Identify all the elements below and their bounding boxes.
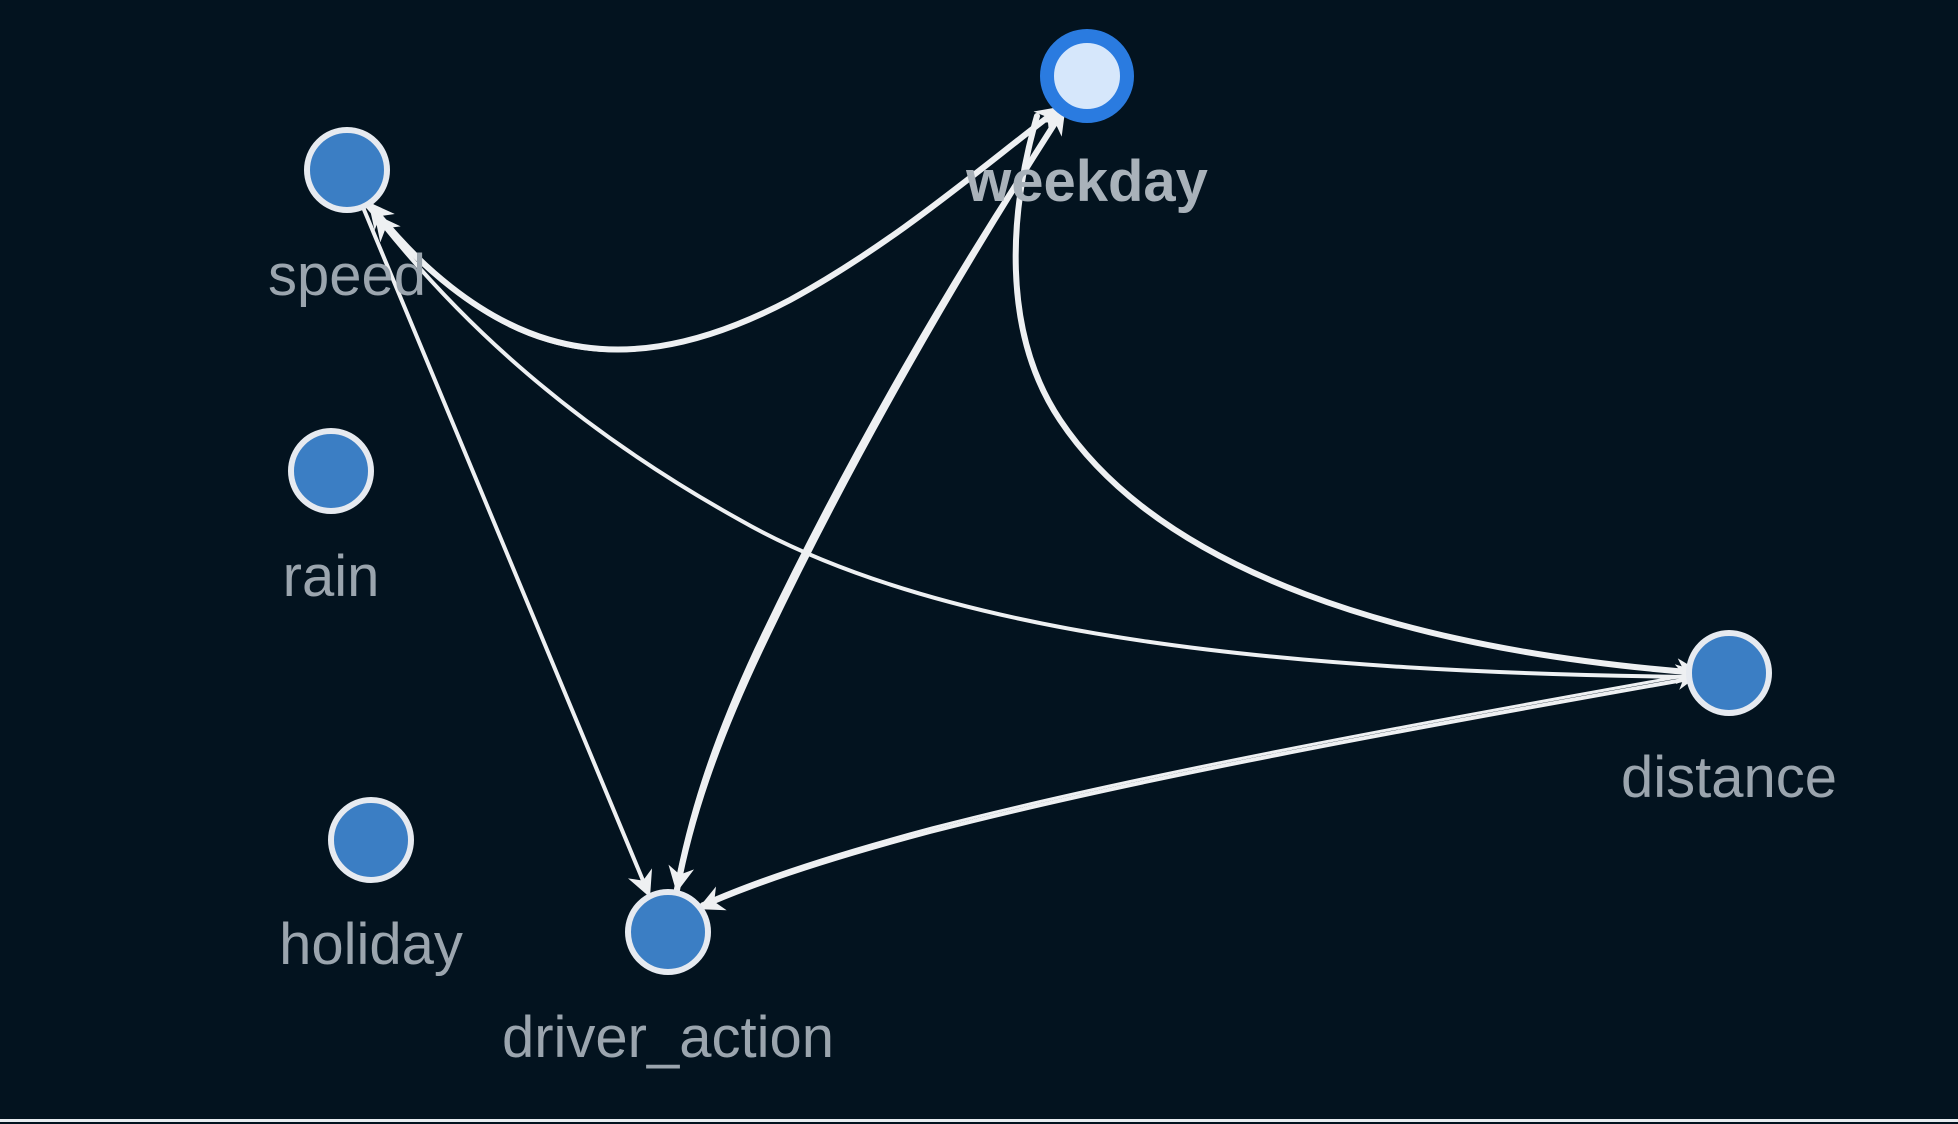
- edges-layer: [357, 103, 1703, 911]
- edge-distance-speed[interactable]: [374, 213, 1692, 679]
- node-speed[interactable]: speed: [268, 127, 426, 308]
- node-rain-circle[interactable]: [288, 428, 374, 514]
- bottom-border: [0, 1119, 1958, 1122]
- node-weekday-circle[interactable]: [1040, 29, 1134, 123]
- node-driver_action-label: driver_action: [502, 1005, 834, 1070]
- node-driver_action-circle[interactable]: [625, 889, 711, 975]
- node-distance-circle[interactable]: [1686, 630, 1772, 716]
- node-distance-label: distance: [1621, 745, 1837, 810]
- edge-weekday-speed[interactable]: [367, 105, 1063, 353]
- edge-driver_action-distance[interactable]: [700, 664, 1703, 906]
- node-holiday[interactable]: holiday: [279, 797, 463, 977]
- node-holiday-label: holiday: [279, 912, 463, 977]
- nodes-layer: speed weekday rain distance holiday driv…: [268, 29, 1837, 1070]
- node-rain-label: rain: [283, 544, 380, 609]
- node-weekday-label: weekday: [965, 149, 1208, 214]
- node-holiday-circle[interactable]: [328, 797, 414, 883]
- node-driver_action[interactable]: driver_action: [502, 889, 834, 1070]
- edge-speed-driver_action[interactable]: [358, 198, 653, 898]
- node-weekday[interactable]: weekday: [965, 29, 1208, 214]
- edge-distance-driver_action[interactable]: [697, 675, 1702, 911]
- node-speed-circle[interactable]: [304, 127, 390, 213]
- edge-weekday-distance[interactable]: [1012, 113, 1703, 685]
- edge-weekday-driver_action[interactable]: [668, 103, 1069, 893]
- node-distance[interactable]: distance: [1621, 630, 1837, 810]
- edge-driver_action-weekday[interactable]: [672, 107, 1066, 902]
- node-rain[interactable]: rain: [283, 428, 380, 609]
- node-speed-label: speed: [268, 243, 426, 308]
